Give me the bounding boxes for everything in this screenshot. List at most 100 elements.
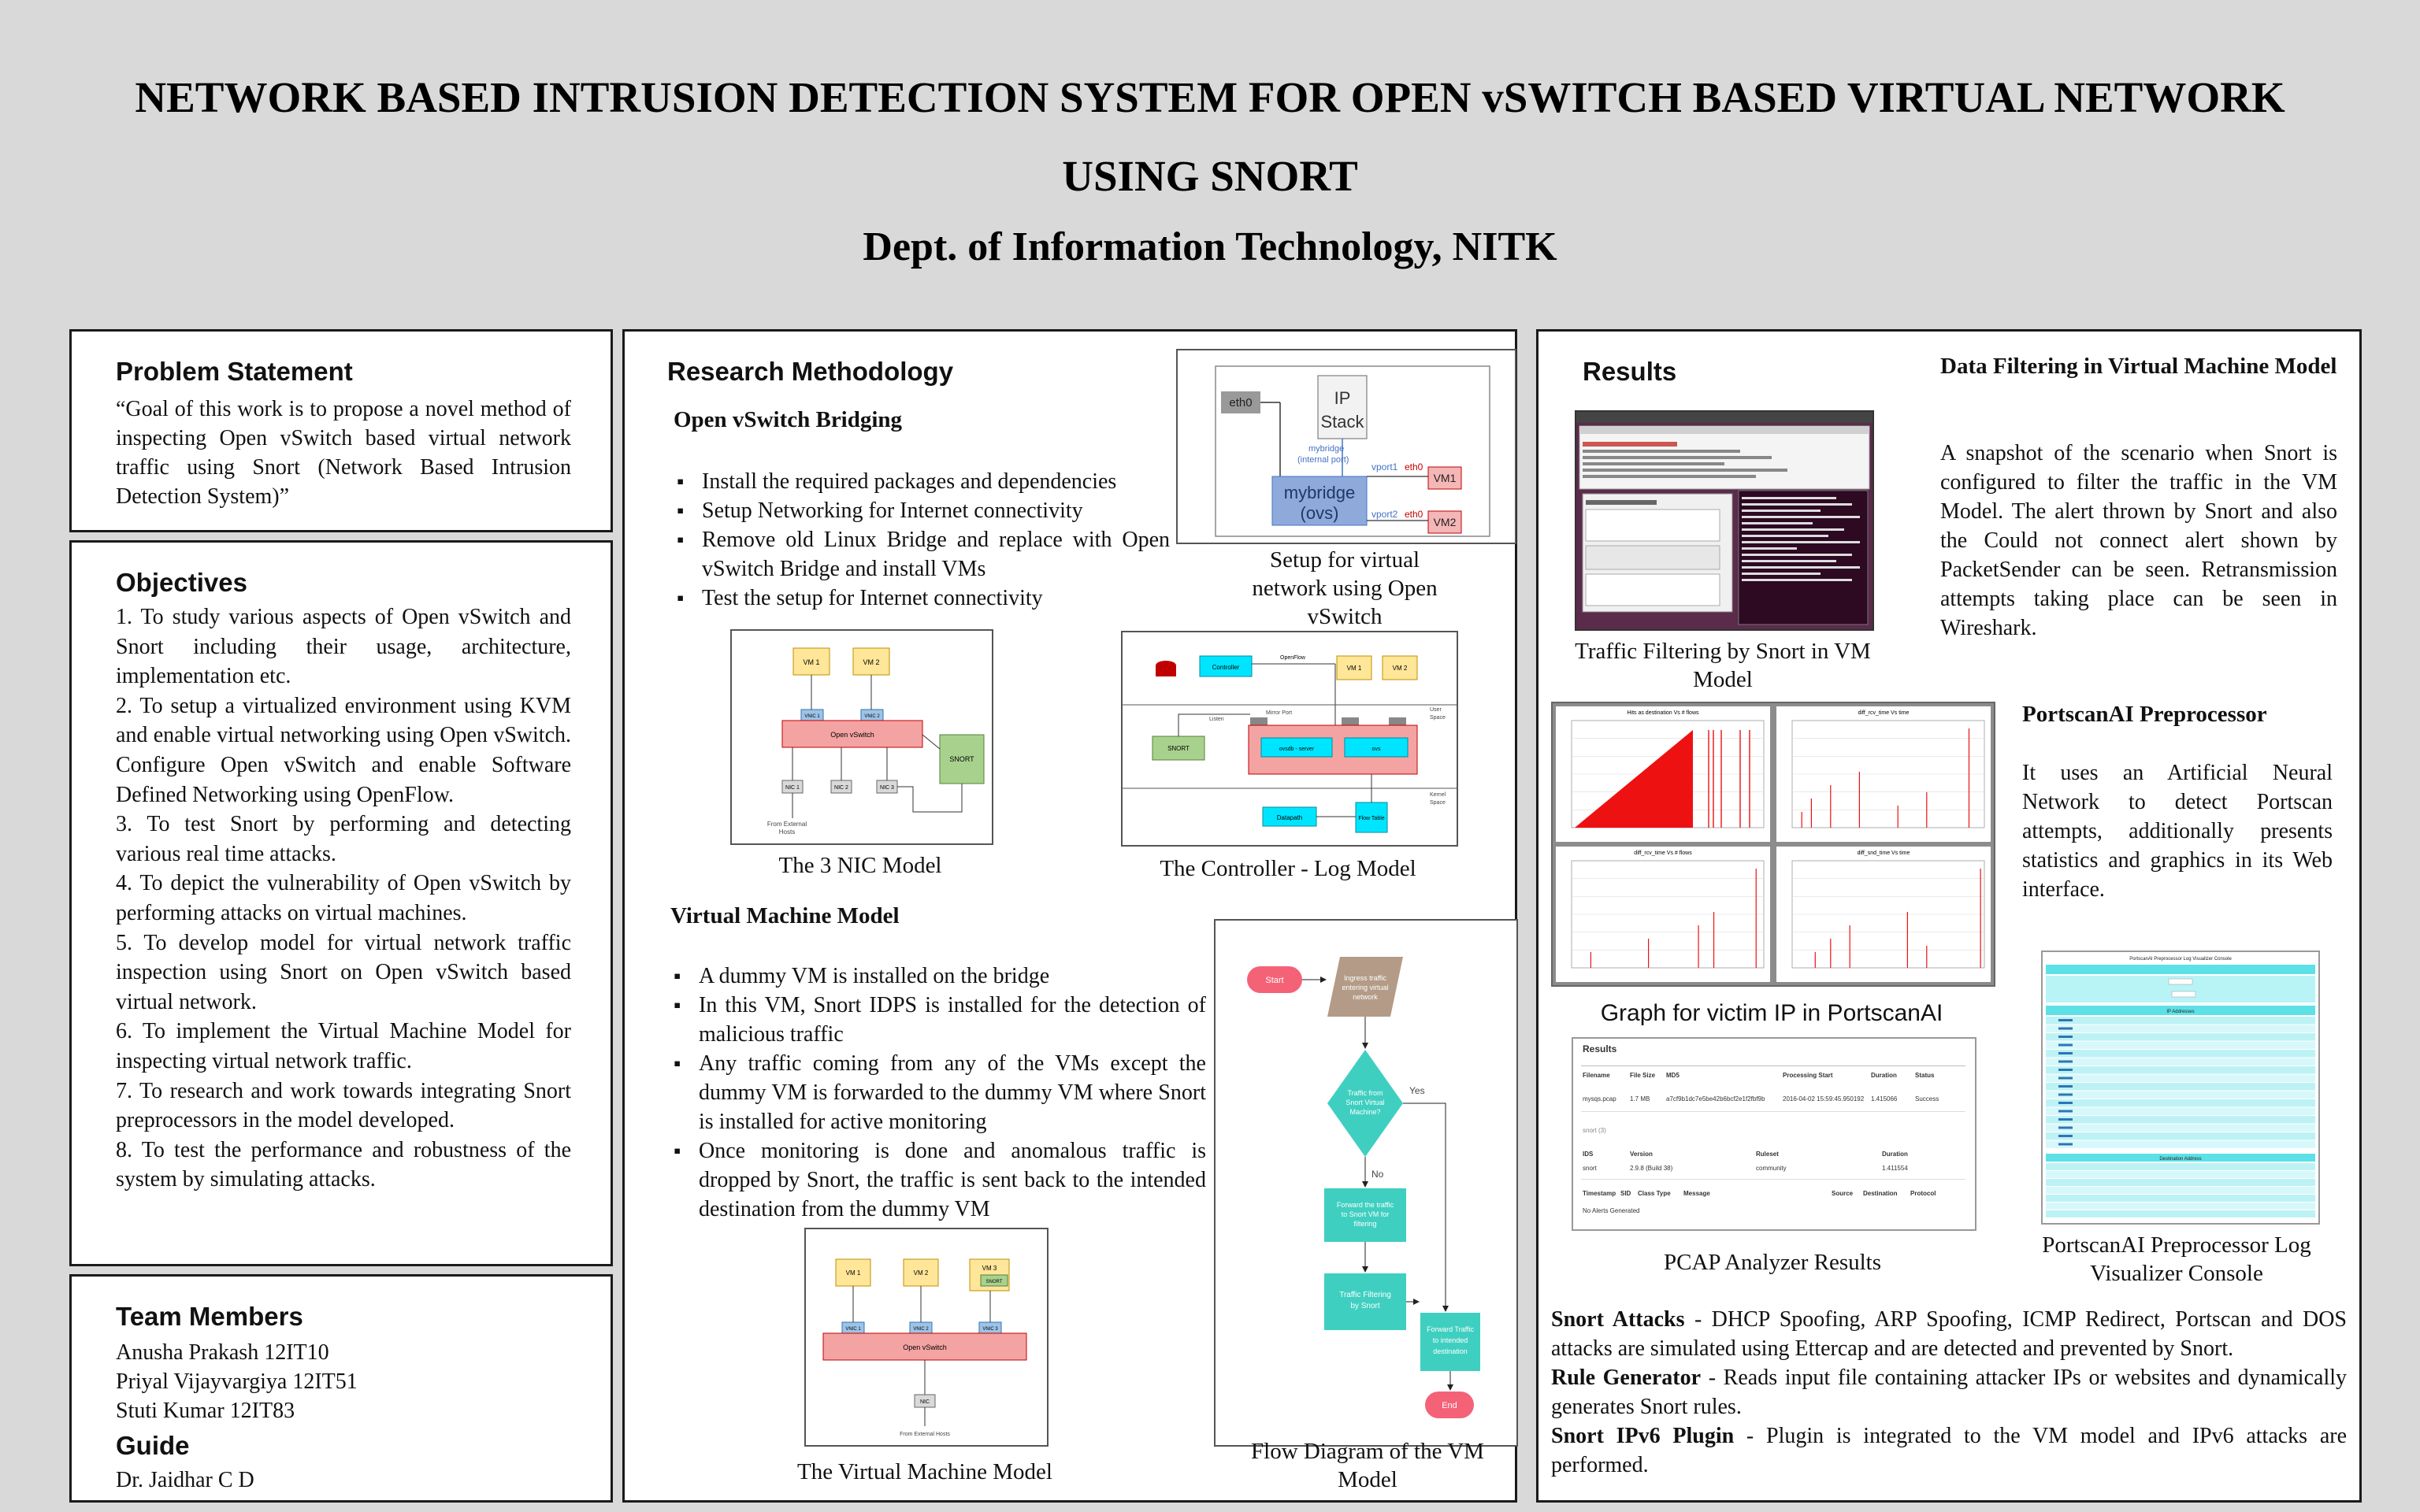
ovs-setup-figure: eth0 IP Stack mybridge (internal port) m… <box>1176 349 1516 544</box>
bridging-item: Setup Networking for Internet connectivi… <box>674 496 1170 525</box>
vm-model-item: A dummy VM is installed on the bridge <box>670 962 1206 991</box>
svg-text:SNORT: SNORT <box>949 755 974 763</box>
svg-text:VM 2: VM 2 <box>914 1269 929 1277</box>
snort-filter-screenshot <box>1575 410 1874 631</box>
objective-item: 5. To develop model for virtual network … <box>116 930 571 1014</box>
controller-log-caption: The Controller - Log Model <box>1160 856 1416 881</box>
filtering-heading: Data Filtering in Virtual Machine Model <box>1940 354 2337 379</box>
svg-text:(ovs): (ovs) <box>1301 503 1339 523</box>
flow-diagram-caption: Flow Diagram of the VM Model <box>1251 1439 1484 1492</box>
flow-diagram-figure: Start Ingress traffic entering virtual n… <box>1214 919 1518 1447</box>
portscan-console-caption: PortscanAI Preprocessor Log Visualizer C… <box>2042 1232 2311 1286</box>
svg-text:Open vSwitch: Open vSwitch <box>830 731 874 739</box>
eth0-a-label: eth0 <box>1405 461 1423 472</box>
rule-generator-label: Rule Generator <box>1551 1366 1702 1390</box>
graph-title: diff_rcv_time Vs # flows <box>1634 850 1692 856</box>
svg-text:Open vSwitch: Open vSwitch <box>903 1343 947 1351</box>
svg-text:Ingress traffic: Ingress traffic <box>1344 974 1386 982</box>
vm2-label: VM2 <box>1434 516 1457 528</box>
graph-title: diff_rcv_time Vs time <box>1858 710 1910 716</box>
svg-text:PortscanAI Preprocessor Log Vi: PortscanAI Preprocessor Log Visualizer C… <box>2129 957 2232 962</box>
bridging-list: Install the required packages and depend… <box>674 467 1170 613</box>
svg-text:VNIC 1: VNIC 1 <box>845 1327 861 1332</box>
svg-text:NIC: NIC <box>920 1399 930 1405</box>
graph-title: diff_snd_time Vs time <box>1858 850 1910 856</box>
portscan-console-figure: PortscanAI Preprocessor Log Visualizer C… <box>2041 951 2320 1225</box>
guide-heading: Guide <box>116 1431 190 1460</box>
poster-title-line2: USING SNORT <box>1062 152 1358 200</box>
svg-text:Machine?: Machine? <box>1349 1108 1380 1116</box>
svg-text:VNIC 1: VNIC 1 <box>804 714 820 719</box>
vm1-label: VM1 <box>1434 472 1457 484</box>
svg-text:OpenFlow: OpenFlow <box>1280 655 1306 661</box>
ipv6-plugin-text: - Plugin is integrated to the VM model a… <box>1551 1424 2347 1477</box>
rule-generator-text: - Reads input file containing attacker I… <box>1551 1366 2348 1419</box>
svg-text:Start: Start <box>1265 976 1283 985</box>
portscan-text: It uses an Artificial Neural Network to … <box>2022 761 2333 902</box>
graph-title: Hits as destination Vs # flows <box>1627 710 1699 716</box>
guide-name: Dr. Jaidhar C D <box>116 1468 254 1492</box>
results-panel: Results <box>1536 329 2362 1503</box>
svg-text:by Snort: by Snort <box>1350 1302 1379 1310</box>
bridging-item: Test the setup for Internet connectivity <box>674 584 1170 613</box>
bridging-item: Install the required packages and depend… <box>674 467 1170 496</box>
svg-text:VM 1: VM 1 <box>846 1269 861 1277</box>
vm-model-item: Once monitoring is done and anomalous tr… <box>670 1136 1206 1224</box>
problem-text: “Goal of this work is to propose a novel… <box>116 397 571 509</box>
svg-text:ovsdb - server: ovsdb - server <box>1279 747 1315 752</box>
svg-text:IP: IP <box>1334 388 1351 408</box>
results-heading: Results <box>1583 357 1677 386</box>
team-member: Priyal Vijayvargiya 12IT51 <box>116 1369 358 1394</box>
svg-text:Space: Space <box>1430 800 1446 806</box>
team-panel: Team Members Anusha Prakash 12IT10 Priya… <box>69 1274 613 1503</box>
objectives-heading: Objectives <box>116 568 247 597</box>
objectives-panel: Objectives 1. To study various aspects o… <box>69 540 613 1266</box>
svg-text:NIC 2: NIC 2 <box>834 785 848 791</box>
svg-text:Yes: Yes <box>1409 1085 1425 1096</box>
svg-text:Traffic from: Traffic from <box>1347 1089 1383 1097</box>
svg-text:SNORT: SNORT <box>1167 745 1190 752</box>
team-heading: Team Members <box>116 1302 303 1331</box>
svg-text:ovs: ovs <box>1372 747 1381 752</box>
svg-text:No: No <box>1371 1169 1384 1180</box>
svg-text:Mirror Port: Mirror Port <box>1266 710 1292 716</box>
svg-text:network: network <box>1353 993 1378 1001</box>
eth0-label: eth0 <box>1229 396 1252 410</box>
svg-text:IP Addresses: IP Addresses <box>2166 1010 2194 1014</box>
vm-model-item: Any traffic coming from any of the VMs e… <box>670 1049 1206 1136</box>
svg-text:entering virtual: entering virtual <box>1342 984 1388 991</box>
methodology-panel: Research Methodology Open vSwitch Bridgi… <box>622 329 1518 1503</box>
svg-text:filtering: filtering <box>1353 1220 1376 1228</box>
svg-text:NIC 1: NIC 1 <box>785 785 800 791</box>
poster-title-line1: NETWORK BASED INTRUSION DETECTION SYSTEM… <box>135 73 2285 121</box>
svg-text:User: User <box>1430 707 1442 713</box>
poster-subtitle: Dept. of Information Technology, NITK <box>863 224 1557 269</box>
objective-item: 7. To research and work towards integrat… <box>116 1078 571 1133</box>
team-member: Anusha Prakash 12IT10 <box>116 1340 329 1365</box>
svg-text:VM 2: VM 2 <box>863 658 879 666</box>
svg-text:End: End <box>1442 1401 1457 1410</box>
svg-text:mybridge: mybridge <box>1284 483 1355 502</box>
objective-item: 4. To depict the vulnerability of Open v… <box>116 871 571 925</box>
svg-text:Snort Virtual: Snort Virtual <box>1345 1099 1384 1106</box>
svg-text:From External Hosts: From External Hosts <box>900 1432 950 1437</box>
pcap-title: Results <box>1583 1043 1617 1054</box>
objective-item: 2. To setup a virtualized environment us… <box>116 693 571 807</box>
svg-text:NIC 3: NIC 3 <box>880 785 894 791</box>
svg-text:VNIC 2: VNIC 2 <box>864 714 880 719</box>
vport1-label: vport1 <box>1371 461 1398 472</box>
ipv6-plugin-label: Snort IPv6 Plugin <box>1551 1424 1735 1448</box>
vm-model-item: In this VM, Snort IDPS is installed for … <box>670 991 1206 1049</box>
portscan-graphs-caption: Graph for victim IP in PortscanAI <box>1600 1000 1943 1026</box>
svg-text:Flow Table: Flow Table <box>1358 816 1384 821</box>
team-members: Anusha Prakash 12IT10 Priyal Vijayvargiy… <box>116 1338 571 1425</box>
svg-text:VNIC 3: VNIC 3 <box>982 1327 998 1332</box>
results-bottom-text: Snort Attacks - DHCP Spoofing, ARP Spoof… <box>1551 1305 2347 1480</box>
svg-text:Kernel: Kernel <box>1430 792 1446 798</box>
vm-model-figure: VM 1 VM 2 VM 3 SNORT VNIC 1 VNIC 2 VNIC … <box>804 1228 1049 1447</box>
three-nic-figure: VM 1 VM 2 VNIC 1 VNIC 2 Open vSwitch SNO… <box>730 629 993 845</box>
svg-text:Traffic Filtering: Traffic Filtering <box>1339 1291 1391 1299</box>
bridging-heading: Open vSwitch Bridging <box>674 407 903 432</box>
svg-text:Forward the traffic: Forward the traffic <box>1337 1201 1394 1209</box>
portscan-graphs-figure: Hits as destination Vs # flows diff_rcv_t… <box>1551 702 1995 987</box>
